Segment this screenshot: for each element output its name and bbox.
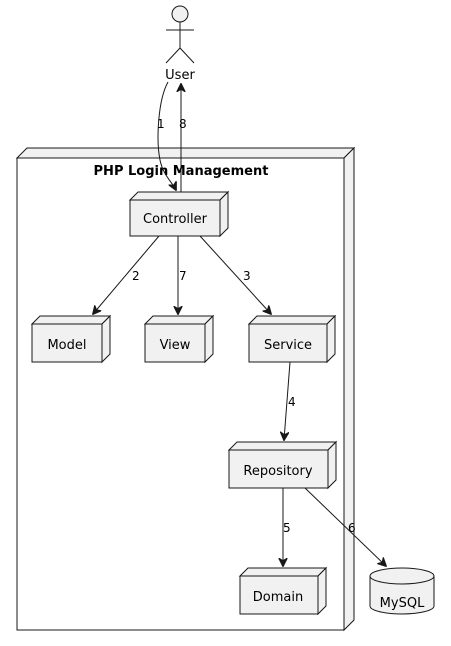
node-view: View: [143, 314, 215, 364]
database-mysql-label: MySQL: [380, 596, 425, 611]
node-controller-label: Controller: [143, 212, 208, 227]
edge-controller-to-service: [199, 235, 271, 314]
node-domain-label: Domain: [253, 590, 303, 605]
package-top-face: [15, 147, 356, 159]
node-controller: Controller: [128, 190, 230, 238]
edge-label-6: 6: [348, 521, 356, 535]
actor-head: [171, 5, 189, 23]
edge-repository-to-mysql: [304, 487, 386, 566]
edge-controller-to-model: [93, 235, 160, 314]
database-mysql: MySQL: [369, 567, 435, 615]
edge-label-8: 8: [179, 117, 187, 131]
node-model-label: Model: [47, 338, 86, 353]
edge-label-7: 7: [179, 269, 187, 283]
node-repository: Repository: [227, 440, 338, 490]
node-service: Service: [247, 314, 337, 364]
node-domain: Domain: [238, 566, 328, 616]
edge-label-3: 3: [243, 269, 251, 283]
node-repository-label: Repository: [243, 464, 312, 479]
node-model: Model: [30, 314, 112, 364]
user-actor: User: [165, 5, 195, 83]
node-view-label: View: [160, 338, 191, 353]
actor-label: User: [165, 68, 195, 83]
actor-leg-right: [179, 47, 195, 64]
edge-label-2: 2: [132, 269, 140, 283]
edge-service-to-repository: [284, 361, 291, 440]
package-side-face: [343, 146, 355, 632]
actor-leg-left: [165, 47, 181, 64]
edge-label-5: 5: [283, 521, 291, 535]
edge-label-1: 1: [157, 117, 165, 131]
edge-label-4: 4: [288, 395, 296, 409]
edge-user-to-controller: [157, 81, 176, 190]
node-service-label: Service: [264, 338, 312, 353]
package-php-login-management: PHP Login Management: [15, 146, 356, 632]
